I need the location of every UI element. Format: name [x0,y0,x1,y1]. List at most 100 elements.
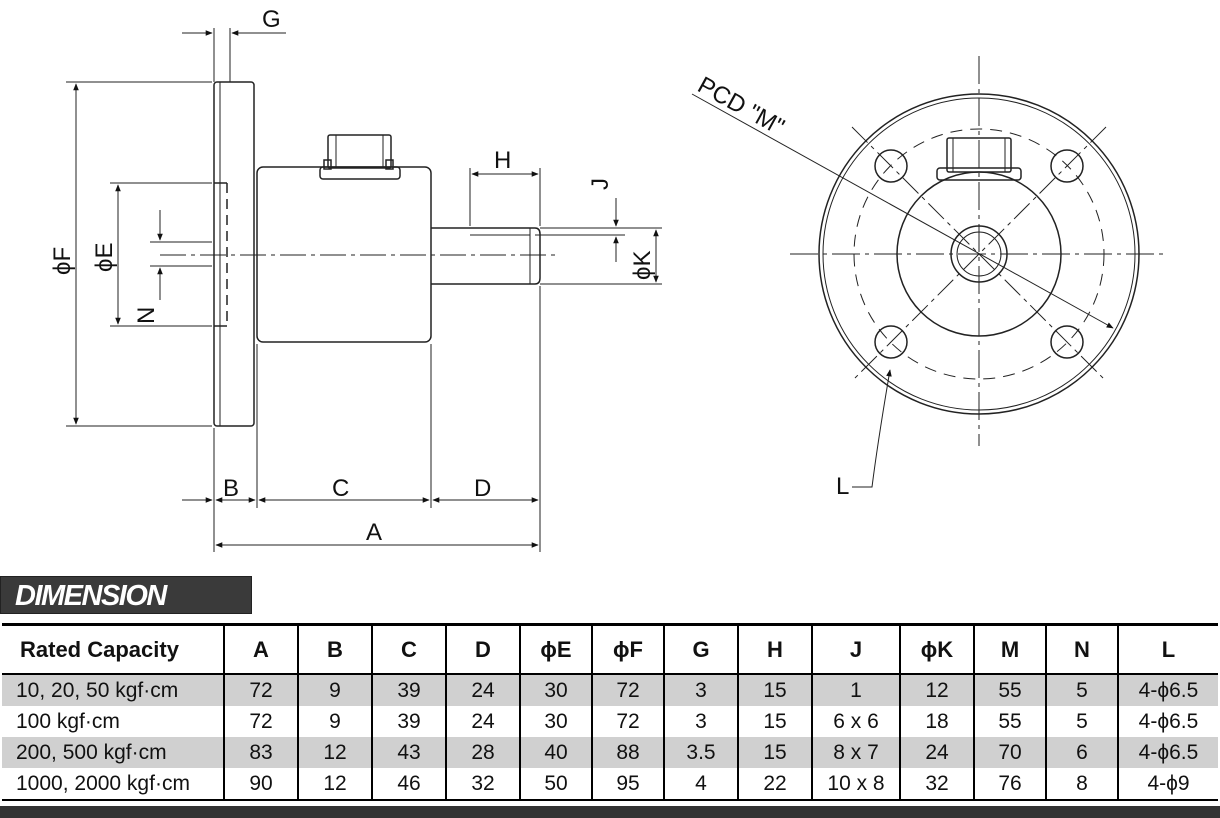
side-view-dimensions [66,28,662,552]
cell: 6 x 6 [811,706,900,737]
cell: 88 [591,737,664,768]
table-row: 100 kgf·cm 72 9 39 24 30 72 3 15 6 x 6 1… [2,706,1218,737]
table-row: 200, 500 kgf·cm 83 12 43 28 40 88 3.5 15… [2,737,1218,768]
cell: 10 x 8 [811,768,900,800]
table-row: 1000, 2000 kgf·cm 90 12 46 32 50 95 4 22… [2,768,1218,800]
label-f: ϕF [49,247,76,275]
cell: 32 [445,768,520,800]
cell: 55 [973,674,1046,706]
header-rated-capacity: Rated Capacity [20,636,179,662]
side-view [160,81,560,427]
header-f: ϕF [591,624,664,674]
cell: 24 [445,706,520,737]
table-row: 10, 20, 50 kgf·cm 72 9 39 24 30 72 3 15 … [2,674,1218,706]
cell: 72 [591,674,664,706]
cell: 15 [737,674,812,706]
cell: 8 [1045,768,1118,800]
cell: 5 [1045,706,1118,737]
cell: 43 [371,737,446,768]
cell: 15 [737,706,812,737]
cell: 39 [371,706,446,737]
bolt-hole [1050,325,1084,359]
cell: 5 [1045,674,1118,706]
header-g: G [663,624,738,674]
cell: 24 [899,737,974,768]
cell: 8 x 7 [811,737,900,768]
cell: 30 [519,674,592,706]
front-view-dimensions [691,93,1114,488]
flange-outline [213,81,255,427]
cell: 55 [973,706,1046,737]
cell: 46 [371,768,446,800]
connector-top [946,137,1012,173]
dimension-drawing: G ϕF ϕE N H J ϕK B C D A [49,6,1168,552]
cell: 18 [899,706,974,737]
cell: 6 [1045,737,1118,768]
header-j: J [811,624,900,674]
cell: 72 [223,674,298,706]
footer-bar [0,806,1220,818]
cell: 9 [297,706,372,737]
cell: 3.5 [663,737,738,768]
cell: 4 [663,768,738,800]
header-n: N [1045,624,1118,674]
cell: 3 [663,674,738,706]
cell: 90 [223,768,298,800]
label-g: G [262,6,281,33]
cell: 83 [223,737,298,768]
cell: 4-ϕ6.5 [1117,737,1218,768]
cell-capacity: 200, 500 kgf·cm [2,737,224,768]
header-c: C [371,624,446,674]
header-e: ϕE [519,624,592,674]
label-c: C [332,475,349,502]
section-title: DIMENSION [15,580,167,612]
label-a: A [366,519,382,546]
front-view [790,56,1168,446]
cell-capacity: 1000, 2000 kgf·cm [16,771,190,795]
cell: 4-ϕ9 [1117,768,1218,800]
label-pcd: PCD "M" [693,72,789,141]
dimension-banner: DIMENSION [0,576,252,614]
bolt-hole [1050,149,1084,183]
label-d: D [474,475,491,502]
bolt-hole [874,325,908,359]
cell: 24 [445,674,520,706]
cell: 4-ϕ6.5 [1117,706,1218,737]
cell: 12 [899,674,974,706]
side-view-labels: G ϕF ϕE N H J ϕK B C D A [49,6,656,546]
label-b: B [223,475,239,502]
connector-outline [327,134,392,169]
label-k: ϕK [629,251,656,280]
cell: 1 [811,674,900,706]
cell: 70 [973,737,1046,768]
label-n: N [133,307,160,324]
bolt-hole [874,149,908,183]
dimension-table: Rated Capacity A B C D ϕE ϕF G H J ϕK M … [2,623,1218,801]
table-header-row: Rated Capacity A B C D ϕE ϕF G H J ϕK M … [2,624,1218,674]
header-k: ϕK [899,624,974,674]
cell: 12 [297,737,372,768]
cell: 15 [737,737,812,768]
cell: 32 [899,768,974,800]
cell: 28 [445,737,520,768]
cell: 39 [371,674,446,706]
cell: 72 [223,706,298,737]
cell: 72 [591,706,664,737]
label-l: L [836,473,849,500]
label-h: H [494,147,511,174]
header-l: L [1117,624,1218,674]
cell: 76 [973,768,1046,800]
cell: 40 [519,737,592,768]
label-e: ϕE [91,243,118,272]
cell: 12 [297,768,372,800]
cell: 9 [297,674,372,706]
header-h: H [737,624,812,674]
cell: 30 [519,706,592,737]
cell-capacity: 100 kgf·cm [16,709,120,733]
header-d: D [445,624,520,674]
cell: 95 [591,768,664,800]
header-m: M [973,624,1046,674]
header-a: A [223,624,298,674]
cell: 3 [663,706,738,737]
cell: 50 [519,768,592,800]
